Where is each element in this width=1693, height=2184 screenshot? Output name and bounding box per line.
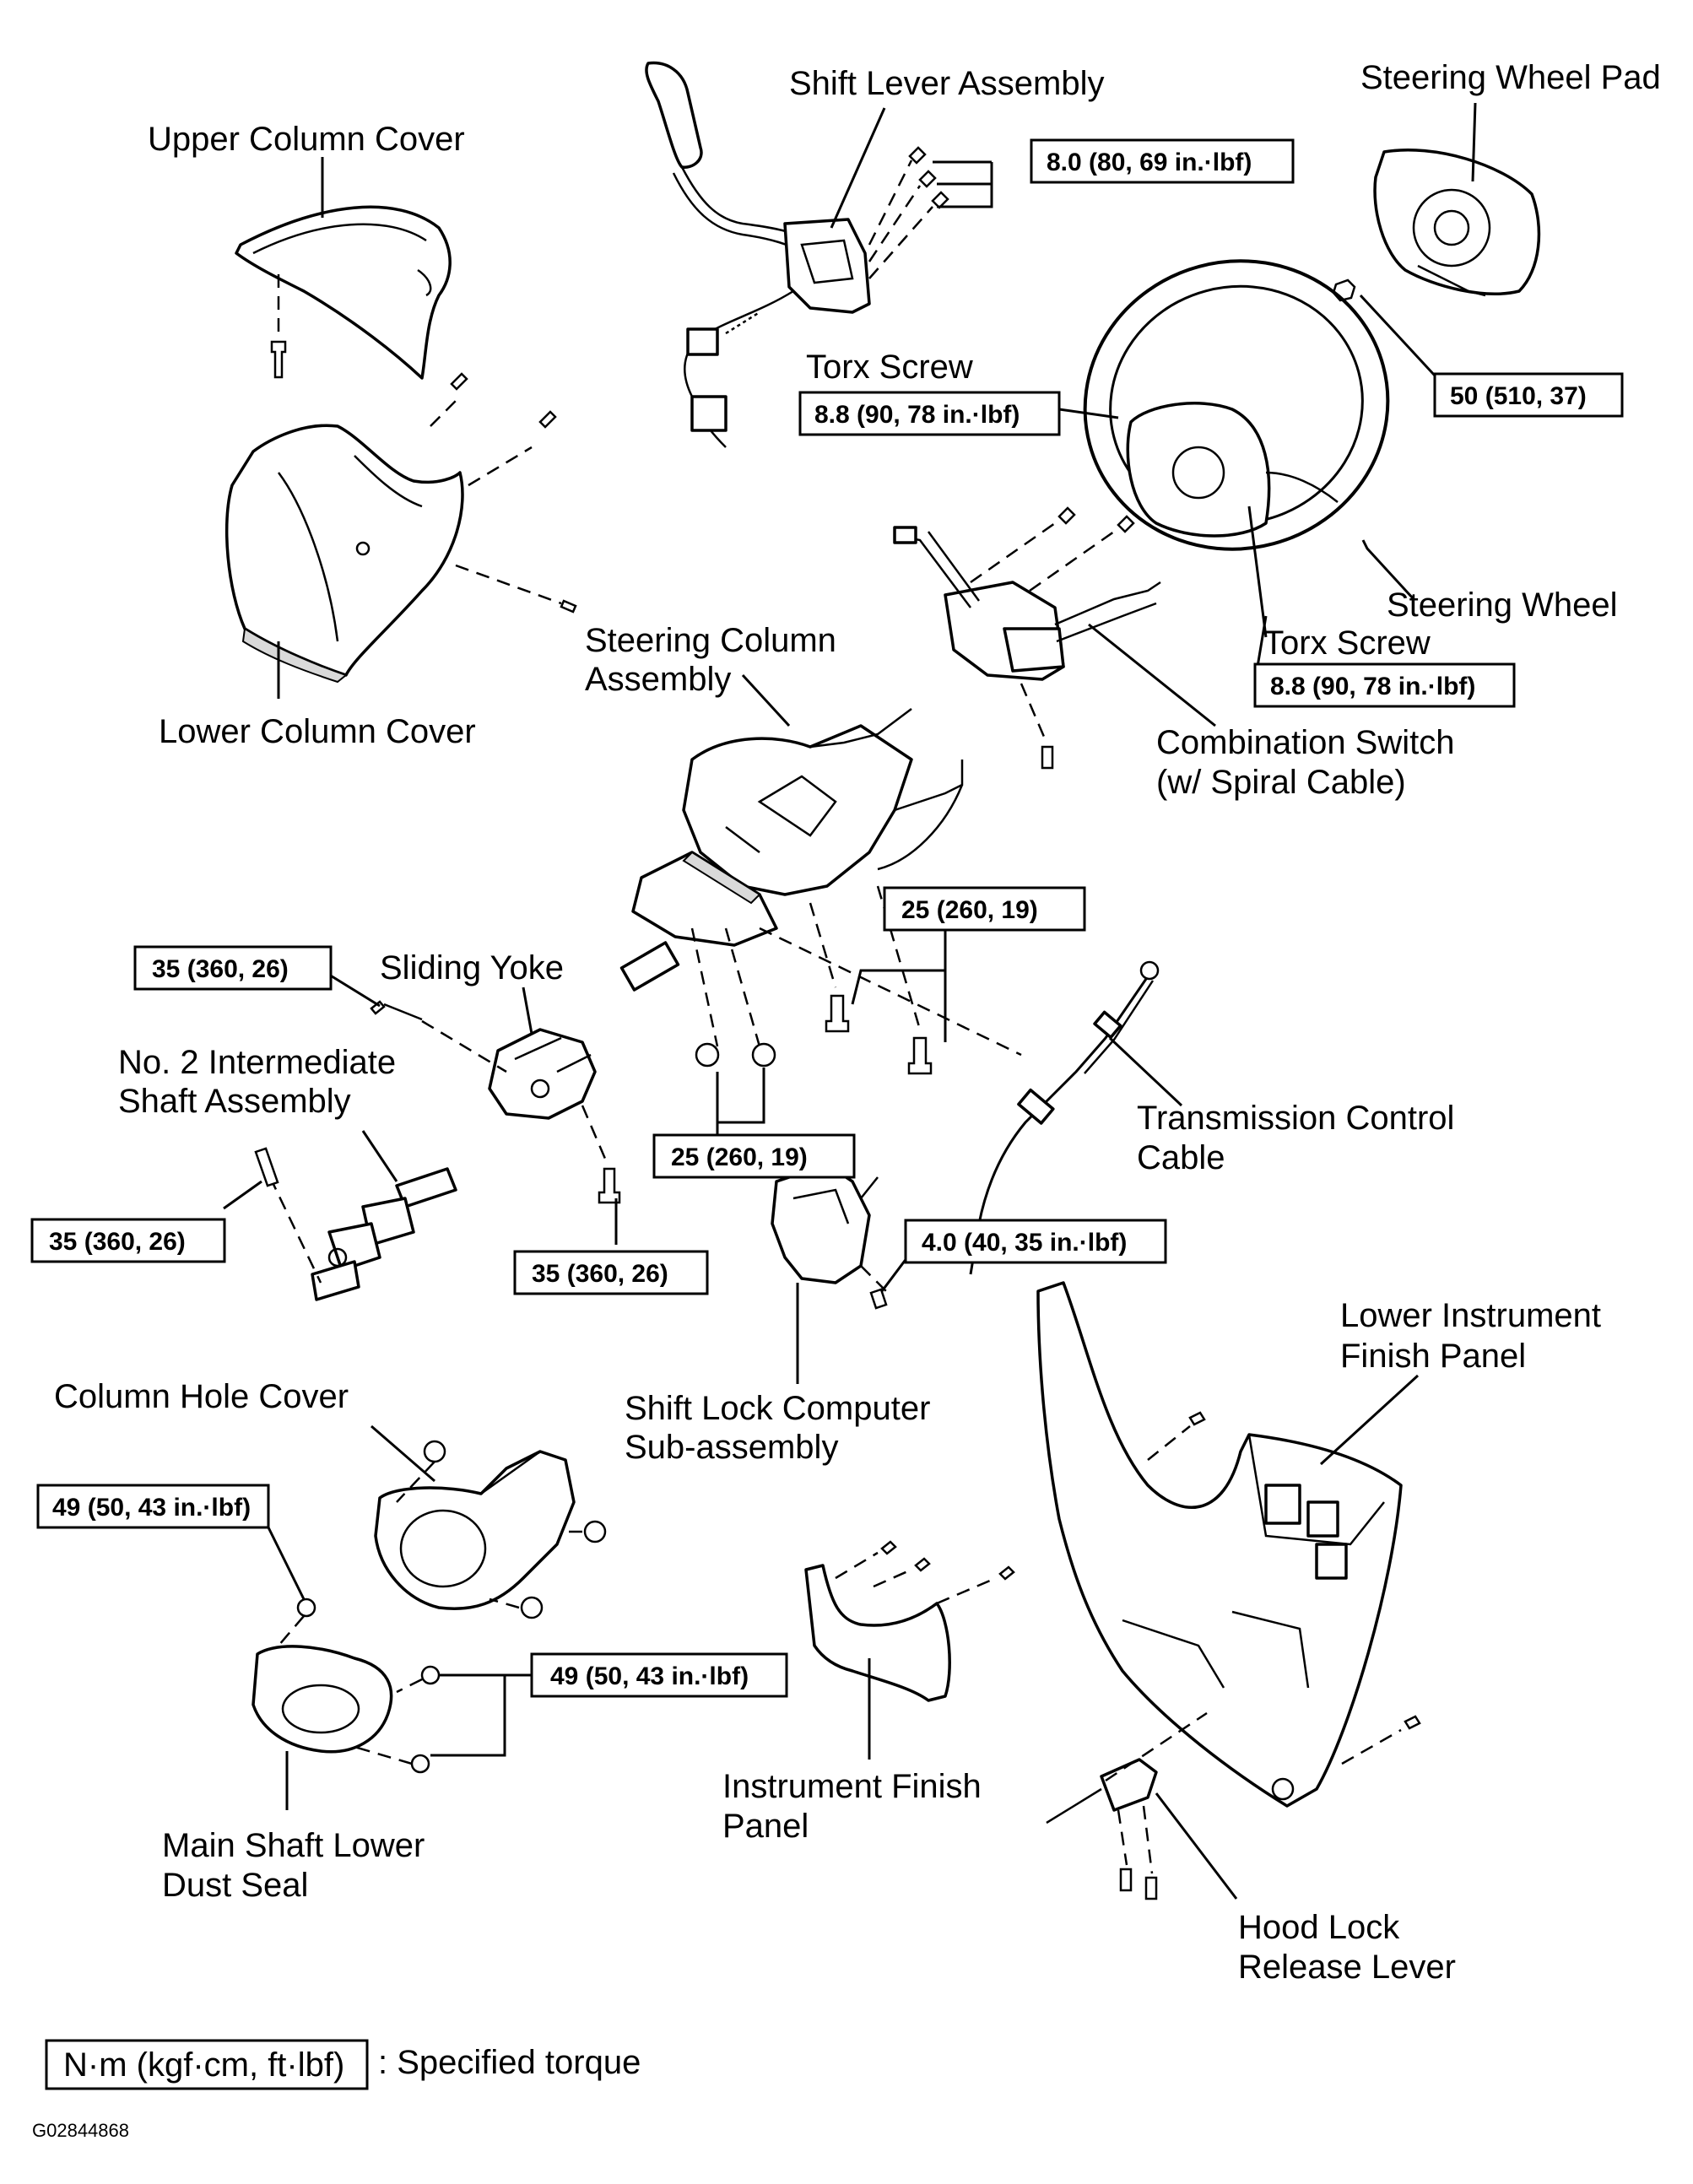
label-hood-lock-release-lever-2: Release Lever (1238, 1949, 1456, 1986)
svg-text:50 (510, 37): 50 (510, 37) (1450, 382, 1587, 410)
sliding-yoke-drawing (370, 1000, 621, 1204)
label-column-hole-cover: Column Hole Cover (54, 1378, 349, 1415)
label-transmission-control-cable-2: Cable (1137, 1139, 1225, 1176)
legend-unit-box (45, 2039, 369, 2090)
label-lower-instrument-panel: Lower Instrument (1340, 1297, 1601, 1334)
svg-text:8.8 (90, 78 in.·lbf): 8.8 (90, 78 in.·lbf) (1270, 673, 1475, 700)
shift-lever-assembly-drawing (645, 61, 949, 448)
svg-text:25 (260, 19): 25 (260, 19) (901, 896, 1038, 924)
column-hole-cover-drawing (374, 1440, 607, 1619)
torque-box-dust-seal-nut: 49 (50, 43 in.·lbf) (36, 1484, 270, 1529)
label-no2-intermediate-shaft: No. 2 Intermediate (118, 1044, 396, 1081)
shift-lock-computer-drawing (771, 1163, 888, 1310)
instrument-finish-panel-drawing (804, 1540, 1015, 1702)
svg-text:8.0 (80, 69 in.·lbf): 8.0 (80, 69 in.·lbf) (1047, 149, 1252, 176)
label-combination-switch-2: (w/ Spiral Cable) (1156, 764, 1406, 801)
torque-box-column-nuts: 25 (260, 19) (652, 1133, 856, 1179)
torque-box-steering-wheel-nut: 50 (510, 37) (1433, 372, 1624, 418)
main-shaft-dust-seal-drawing (252, 1597, 441, 1774)
lower-column-cover-drawing (224, 372, 577, 684)
label-steering-column-assembly: Steering Column (585, 622, 836, 659)
label-transmission-control-cable: Transmission Control (1137, 1100, 1454, 1137)
steering-wheel-pad-drawing (1332, 149, 1541, 302)
svg-text:49 (50, 43 in.·lbf): 49 (50, 43 in.·lbf) (550, 1662, 749, 1690)
label-no2-intermediate-shaft-2: Shaft Assembly (118, 1083, 351, 1120)
torque-box-dust-seal-nuts-pair: 49 (50, 43 in.·lbf) (530, 1652, 788, 1698)
label-lower-instrument-panel-2: Finish Panel (1340, 1338, 1526, 1375)
svg-text:35 (360, 26): 35 (360, 26) (49, 1228, 186, 1256)
label-steering-wheel-pad: Steering Wheel Pad (1360, 59, 1661, 96)
label-shift-lock-computer: Shift Lock Computer (625, 1390, 930, 1427)
label-hood-lock-release-lever: Hood Lock (1238, 1909, 1400, 1946)
torque-box-sliding-yoke-bolt: 35 (360, 26) (133, 945, 333, 991)
leader-lines (223, 102, 1477, 1900)
label-instrument-finish-panel: Instrument Finish (722, 1768, 982, 1805)
label-main-shaft-dust-seal-2: Dust Seal (162, 1867, 308, 1904)
torque-box-shift-lever-bolts: 8.0 (80, 69 in.·lbf) (1030, 138, 1295, 184)
label-shift-lever-assembly: Shift Lever Assembly (789, 65, 1105, 102)
label-instrument-finish-panel-2: Panel (722, 1808, 809, 1845)
transmission-control-cable-drawing (969, 960, 1160, 1275)
upper-column-cover-drawing (235, 205, 452, 380)
label-steering-wheel: Steering Wheel (1387, 587, 1617, 624)
label-lower-column-cover: Lower Column Cover (159, 713, 476, 750)
label-upper-column-cover: Upper Column Cover (148, 121, 465, 158)
svg-text:35 (360, 26): 35 (360, 26) (152, 955, 289, 983)
svg-text:49 (50, 43 in.·lbf): 49 (50, 43 in.·lbf) (52, 1494, 251, 1522)
steering-column-assembly-drawing (619, 708, 1022, 1075)
torque-box-yoke-lower-bolt: 35 (360, 26) (513, 1250, 709, 1295)
hood-lock-release-lever-drawing (1046, 1711, 1208, 1900)
torque-box-shift-lock-screw: 4.0 (40, 35 in.·lbf) (904, 1219, 1167, 1264)
torque-box-torx-lower: 8.8 (90, 78 in.·lbf) (1253, 662, 1516, 708)
svg-text:25 (260, 19): 25 (260, 19) (671, 1143, 808, 1171)
intermediate-shaft-drawing (254, 1147, 457, 1301)
torque-specs: 8.0 (80, 69 in.·lbf) 50 (510, 37) 8.8 (9… (30, 138, 1624, 1698)
label-combination-switch: Combination Switch (1156, 724, 1455, 761)
label-torx-screw-lower: Torx Screw (1263, 624, 1431, 662)
svg-text:4.0 (40, 35 in.·lbf): 4.0 (40, 35 in.·lbf) (922, 1229, 1127, 1257)
label-shift-lock-computer-2: Sub-assembly (625, 1429, 838, 1466)
lower-instrument-finish-panel-drawing (1036, 1281, 1421, 1808)
label-torx-screw-upper: Torx Screw (806, 349, 973, 386)
label-sliding-yoke: Sliding Yoke (380, 949, 564, 987)
torque-box-intermediate-shaft-bolt: 35 (360, 26) (30, 1218, 226, 1263)
torque-legend: N·m (kgf·cm, ft·lbf) : Specified torque (45, 2039, 641, 2090)
torque-box-column-bolts: 25 (260, 19) (883, 886, 1086, 932)
figure-code: G02844868 (32, 2120, 129, 2141)
torque-box-torx-upper: 8.8 (90, 78 in.·lbf) (798, 391, 1061, 436)
part-labels: Shift Lever Assembly Steering Wheel Pad … (54, 59, 1661, 1986)
label-steering-column-assembly-2: Assembly (585, 661, 731, 698)
legend-unit-text: N·m (kgf·cm, ft·lbf) (63, 2046, 344, 2084)
svg-text:35 (360, 26): 35 (360, 26) (532, 1260, 668, 1288)
label-main-shaft-dust-seal: Main Shaft Lower (162, 1827, 425, 1864)
combination-switch-drawing (893, 506, 1161, 770)
legend-description: : Specified torque (378, 2044, 641, 2081)
svg-text:8.8 (90, 78 in.·lbf): 8.8 (90, 78 in.·lbf) (814, 401, 1020, 429)
steering-wheel-drawing (1083, 259, 1390, 551)
